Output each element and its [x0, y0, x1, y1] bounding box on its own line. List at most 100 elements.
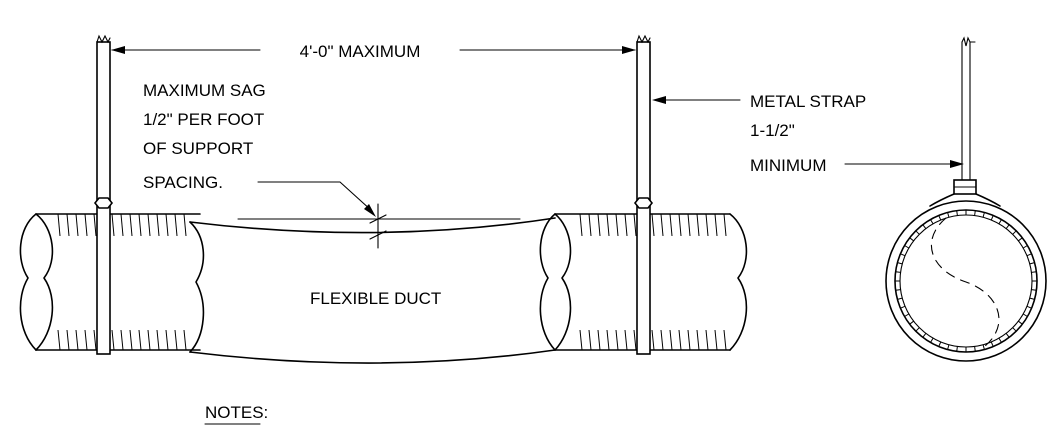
- section-tick: [1022, 245, 1028, 249]
- support-spacing-dimension: 4'-0" MAXIMUM: [111, 42, 636, 61]
- corrugation-tick: [147, 329, 151, 351]
- section-corrugation-ticks: [895, 210, 1037, 352]
- section-tick: [1018, 237, 1023, 242]
- section-tick: [947, 212, 950, 218]
- section-tick: [897, 297, 903, 300]
- corrugation-tick: [165, 213, 169, 237]
- section-tick: [1029, 297, 1035, 300]
- corrugation-tick: [687, 329, 691, 351]
- section-tick: [922, 224, 927, 229]
- corrugation-tick: [183, 213, 187, 237]
- section-tick: [982, 344, 985, 350]
- section-tick: [930, 337, 934, 343]
- metal-strap-line-1: METAL STRAP: [750, 92, 866, 111]
- corrugation-tick: [606, 329, 610, 351]
- corrugation-tick: [714, 213, 718, 237]
- corrugation-tick: [588, 329, 592, 351]
- corrugation-tick: [111, 329, 115, 351]
- corrugation-tick: [579, 329, 583, 351]
- corrugation-tick: [588, 213, 592, 237]
- corrugation-tick: [606, 213, 610, 237]
- corrugation-tick: [696, 213, 700, 237]
- corrugation-tick: [138, 329, 142, 351]
- corrugation-tick: [714, 329, 718, 351]
- sag-dimension: [237, 181, 521, 249]
- corrugation-tick: [669, 329, 673, 351]
- section-tick: [900, 305, 906, 309]
- corrugation-tick: [156, 213, 160, 237]
- section-tick: [930, 219, 934, 225]
- left-strap-bolt-icon: [93, 197, 114, 209]
- corrugation-tick: [84, 329, 88, 351]
- corrugation-tick: [165, 329, 169, 351]
- left-hanger-strap: [93, 34, 114, 355]
- section-tick: [1022, 313, 1028, 317]
- metal-strap-leader: METAL STRAP 1-1/2" MINIMUM: [652, 92, 964, 175]
- metal-strap-line-3: MINIMUM: [750, 156, 826, 175]
- section-tick: [909, 237, 914, 242]
- corrugation-tick: [678, 329, 682, 351]
- section-tick: [915, 327, 920, 332]
- sagging-duct-section: [189, 217, 556, 364]
- section-tick: [1018, 320, 1023, 325]
- corrugation-tick: [723, 329, 727, 351]
- left-duct-corrugation-bottom: [57, 329, 187, 351]
- corrugation-tick: [93, 213, 97, 237]
- left-duct-corrugation-top: [57, 213, 187, 237]
- corrugation-tick: [660, 329, 664, 351]
- section-tick: [947, 344, 950, 350]
- corrugation-tick: [57, 329, 61, 351]
- corrugation-tick: [678, 213, 682, 237]
- section-tick: [956, 346, 958, 352]
- corrugation-tick: [633, 329, 637, 351]
- section-tick: [998, 337, 1002, 343]
- sag-note: MAXIMUM SAG 1/2" PER FOOT OF SUPPORT SPA…: [143, 81, 266, 192]
- section-tick: [998, 219, 1002, 225]
- section-tick: [1031, 289, 1037, 291]
- section-tick: [915, 230, 920, 235]
- corrugation-tick: [705, 213, 709, 237]
- section-tick: [900, 253, 906, 257]
- corrugation-tick: [147, 213, 151, 237]
- section-tick: [974, 346, 976, 352]
- corrugation-tick: [696, 329, 700, 351]
- section-tick: [1031, 271, 1037, 273]
- sag-note-line-2: 1/2" PER FOOT: [143, 110, 264, 129]
- corrugation-tick: [660, 213, 664, 237]
- flexible-duct-label: FLEXIBLE DUCT: [310, 289, 441, 308]
- section-tick: [895, 289, 901, 291]
- duct-section-view: [885, 36, 1047, 362]
- corrugation-tick: [120, 213, 124, 237]
- corrugation-tick: [651, 213, 655, 237]
- corrugation-tick: [120, 329, 124, 351]
- corrugation-tick: [84, 213, 88, 237]
- corrugation-tick: [687, 213, 691, 237]
- corrugation-tick: [129, 213, 133, 237]
- corrugation-tick: [156, 329, 160, 351]
- corrugation-tick: [75, 329, 79, 351]
- section-tick: [909, 320, 914, 325]
- corrugation-tick: [597, 213, 601, 237]
- corrugation-tick: [624, 213, 628, 237]
- section-tick: [938, 215, 942, 221]
- section-tick: [990, 341, 994, 347]
- corrugation-tick: [183, 329, 187, 351]
- section-tick: [897, 262, 903, 265]
- sag-note-line-4: SPACING.: [143, 173, 223, 192]
- corrugation-tick: [705, 329, 709, 351]
- corrugation-tick: [669, 213, 673, 237]
- sag-note-line-1: MAXIMUM SAG: [143, 81, 266, 100]
- section-tick: [990, 215, 994, 221]
- section-tick: [956, 210, 958, 216]
- section-tick: [1029, 262, 1035, 265]
- right-hanger-strap: [633, 34, 654, 355]
- corrugation-tick: [651, 329, 655, 351]
- section-tick: [904, 245, 910, 249]
- section-tick: [895, 271, 901, 273]
- corrugation-tick: [111, 213, 115, 237]
- corrugation-tick: [66, 213, 70, 237]
- corrugation-tick: [624, 329, 628, 351]
- section-tick: [982, 212, 985, 218]
- section-tick: [1012, 230, 1017, 235]
